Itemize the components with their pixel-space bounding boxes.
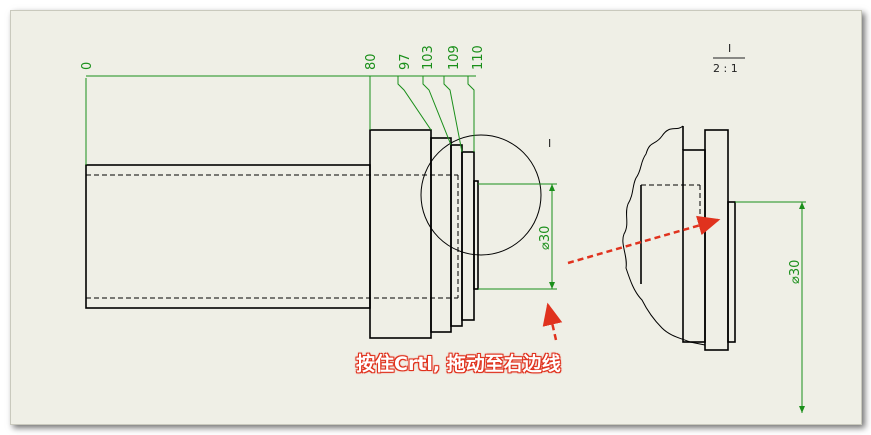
step-2[interactable]: [450, 144, 463, 327]
detail-view-label: I: [728, 42, 731, 55]
detail-diameter-label[interactable]: ⌀30: [788, 260, 803, 284]
dim-80[interactable]: 80: [364, 53, 379, 70]
detail-diameter-dimension[interactable]: [735, 201, 806, 413]
shaft-body[interactable]: [85, 164, 371, 309]
hidden-lines: [86, 174, 459, 299]
dim-109[interactable]: 109: [447, 45, 462, 70]
dim-103[interactable]: 103: [421, 45, 436, 70]
dim-0[interactable]: 0: [80, 62, 95, 70]
detail-marker: I: [548, 137, 551, 150]
detail-view[interactable]: [622, 125, 736, 351]
detail-collar[interactable]: [682, 149, 706, 343]
break-line: [622, 125, 706, 346]
detail-lip[interactable]: [727, 201, 736, 343]
ordinate-dimensions[interactable]: [85, 75, 476, 165]
annotation-callout: 按住Crtl, 拖动至右边线: [356, 353, 561, 375]
diameter-dimension[interactable]: [478, 183, 557, 290]
collar[interactable]: [369, 129, 432, 339]
step-3[interactable]: [461, 151, 475, 321]
dim-110[interactable]: 110: [471, 45, 486, 70]
detail-circle[interactable]: [420, 134, 542, 256]
lip[interactable]: [473, 180, 479, 290]
detail-scale: 2 : 1: [713, 62, 738, 75]
diameter-label[interactable]: ⌀30: [538, 226, 553, 250]
annotation-arrows: [542, 215, 721, 341]
step-1[interactable]: [430, 137, 452, 333]
dim-97[interactable]: 97: [398, 53, 413, 70]
detail-step[interactable]: [704, 129, 729, 351]
part-geometry[interactable]: [85, 129, 479, 339]
